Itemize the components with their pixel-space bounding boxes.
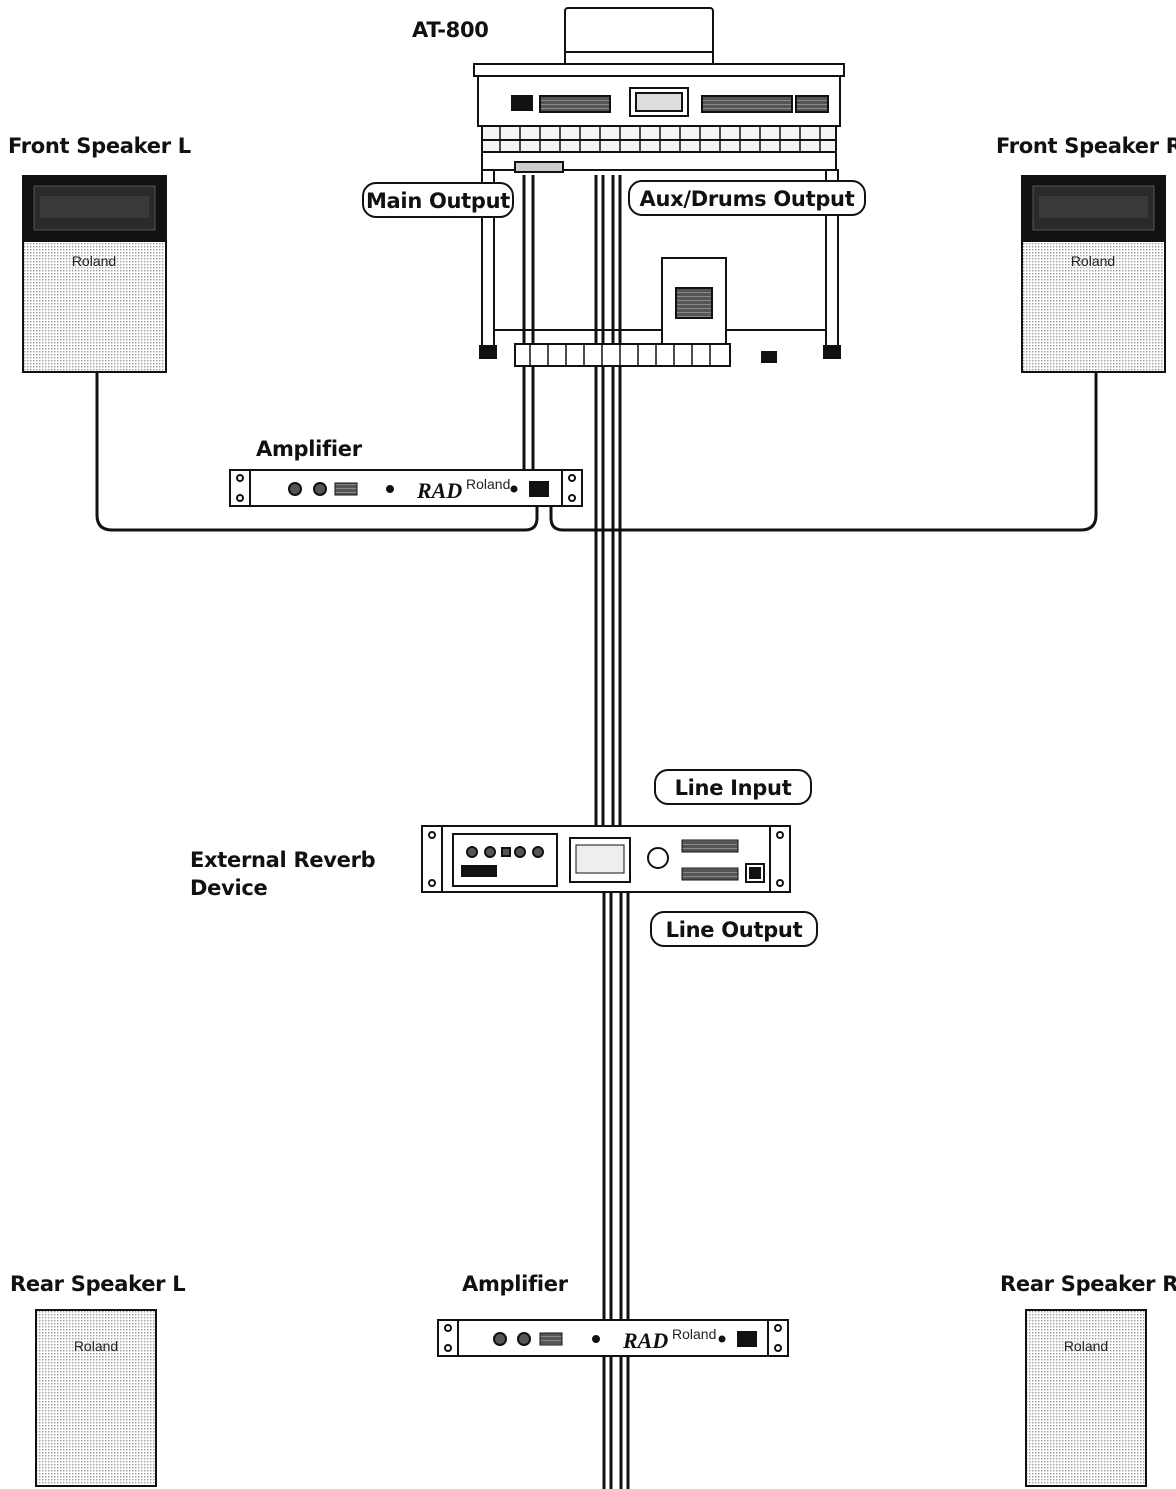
cable-rear-right-b: [626, 1344, 630, 1489]
amplifier-top: [229, 469, 583, 507]
cables: [95, 175, 1098, 1489]
cable-front-right: [549, 373, 1098, 532]
label-reverb-device-line2: Device: [190, 876, 268, 900]
cable-rear-right-a: [619, 1344, 623, 1489]
label-amplifier-bottom: Amplifier: [462, 1272, 568, 1296]
rear-speaker-right: [1025, 1309, 1147, 1487]
label-amplifier-top: Amplifier: [256, 437, 362, 461]
front-left-brand: Roland: [72, 253, 116, 269]
callout-main-output: Main Output: [362, 182, 514, 218]
at800-organ: [473, 7, 845, 367]
rear-left-brand: Roland: [74, 1338, 118, 1354]
front-right-brand: Roland: [1071, 253, 1115, 269]
label-front-speaker-left: Front Speaker L: [8, 134, 191, 158]
cable-front-left: [95, 373, 539, 532]
callout-aux-drums-output: Aux/Drums Output: [628, 180, 866, 216]
amp-top-brand: Roland: [466, 476, 510, 492]
front-speaker-right: [1021, 175, 1166, 373]
label-rear-speaker-left: Rear Speaker L: [10, 1272, 186, 1296]
cable-rear-left-b: [609, 1344, 613, 1489]
amp-top-model: RAD: [416, 478, 462, 503]
callout-line-output: Line Output: [650, 911, 818, 947]
cable-rear-left-a: [602, 1344, 606, 1489]
amp-bottom-brand: Roland: [672, 1326, 716, 1342]
rear-right-brand: Roland: [1064, 1338, 1108, 1354]
label-reverb-device-line1: External Reverb: [190, 848, 376, 872]
external-reverb-device: [421, 825, 791, 893]
callout-line-input: Line Input: [654, 769, 812, 805]
label-rear-speaker-right: Rear Speaker R: [1000, 1272, 1176, 1296]
label-at800: AT-800: [412, 18, 489, 42]
amplifier-bottom: [437, 1319, 789, 1357]
label-front-speaker-right: Front Speaker R: [996, 134, 1176, 158]
rear-speaker-left: [35, 1309, 157, 1487]
amp-bottom-model: RAD: [622, 1328, 668, 1353]
front-speaker-left: [22, 175, 167, 373]
